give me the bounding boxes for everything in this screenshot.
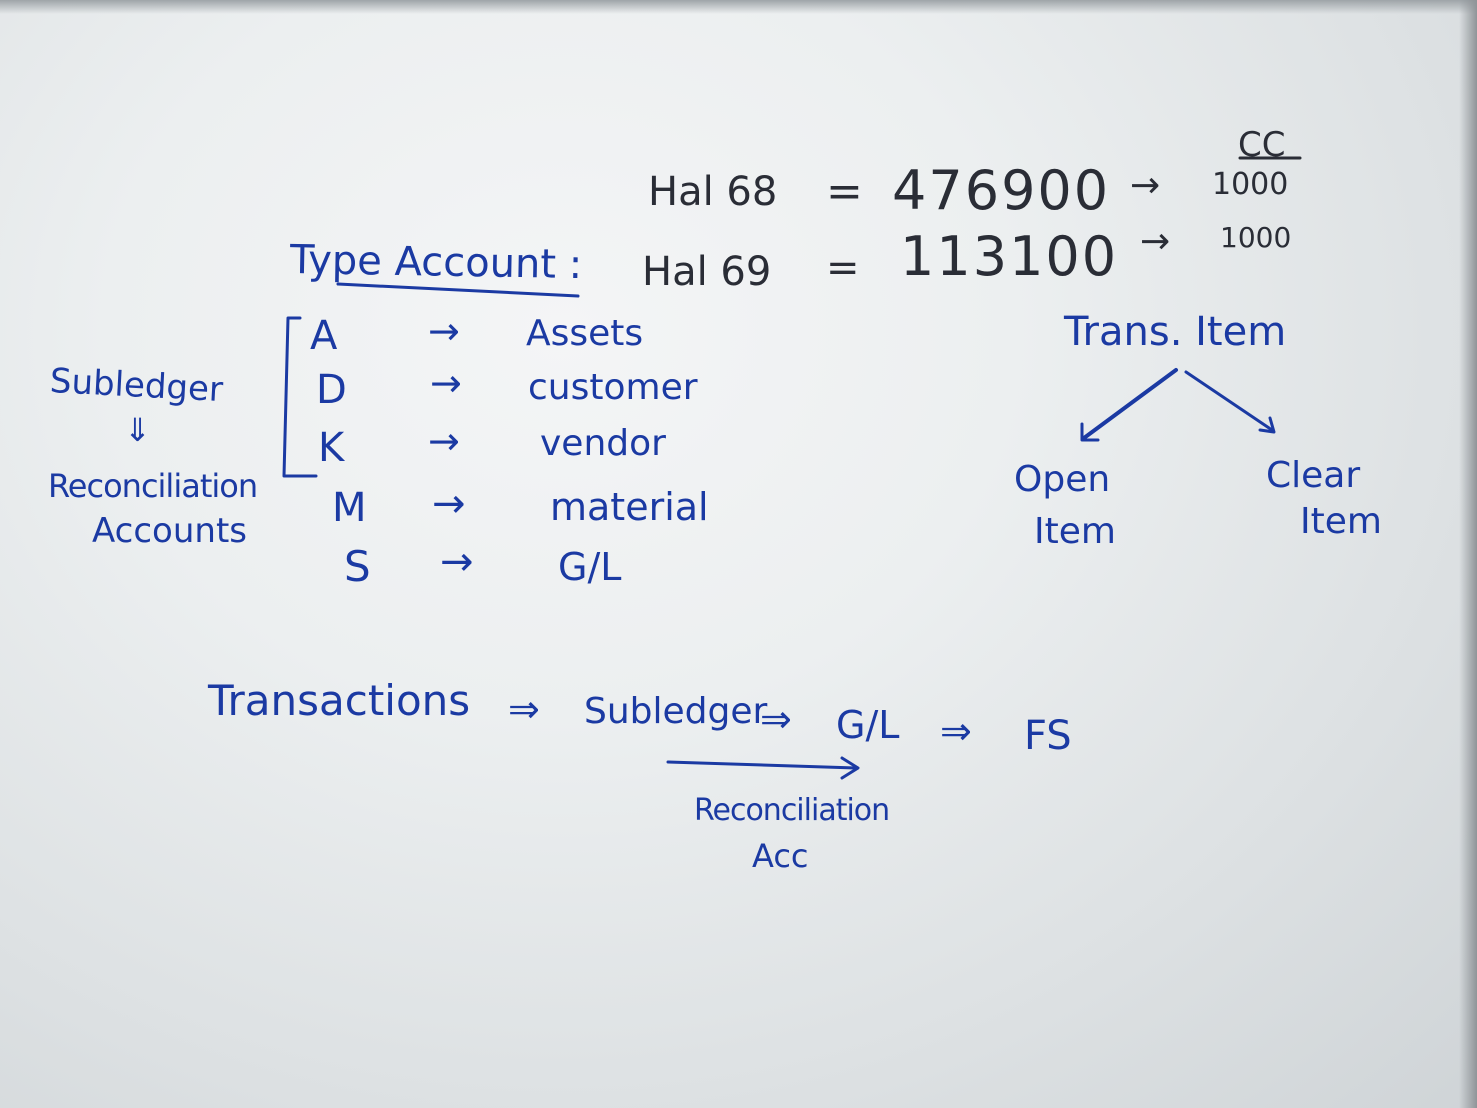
board-top-edge (0, 0, 1477, 14)
hal-69-value: 113100 (900, 225, 1119, 288)
subledger-bracket (282, 316, 318, 478)
type-code-s: S (344, 542, 371, 591)
type-meaning-s: G/L (558, 545, 622, 589)
hal-68-label: Hal 68 (648, 169, 778, 215)
hal-68-cc: 1000 (1212, 167, 1289, 202)
clear-item-line1: Clear (1266, 455, 1361, 496)
open-item-line1: Open (1014, 459, 1111, 500)
type-code-a: A (310, 313, 338, 359)
flow-step-transactions: Transactions (208, 676, 471, 725)
clear-item-line2: Item (1300, 501, 1382, 542)
flow-step-gl: G/L (836, 703, 900, 747)
hal-69-label: Hal 69 (642, 249, 772, 295)
flow-step-fs: FS (1024, 713, 1072, 759)
type-arrow-k: → (428, 419, 460, 463)
hal-69-cc: 1000 (1220, 221, 1292, 254)
flow-arrow-3: ⇒ (940, 709, 972, 753)
board-frame (1459, 0, 1477, 1108)
type-code-k: K (318, 425, 345, 471)
type-meaning-m: material (550, 485, 709, 529)
type-code-m: M (332, 485, 367, 531)
type-arrow-a: → (428, 309, 460, 353)
hal-68-equals: = (826, 166, 863, 217)
type-arrow-d: → (430, 361, 462, 405)
hal-69-equals: = (826, 245, 860, 291)
clear-item-arrowhead (1258, 416, 1276, 434)
flow-reconciliation-line2: Acc (752, 837, 809, 875)
reconciliation-arrow-line (666, 760, 858, 770)
reconciliation-arrowhead (840, 756, 860, 780)
open-item-line2: Item (1034, 511, 1116, 552)
open-item-branch (1082, 368, 1178, 440)
flow-step-subledger: Subledger (584, 691, 768, 732)
flow-arrow-2: ⇒ (760, 697, 792, 741)
trans-item-title: Trans. Item (1064, 309, 1287, 355)
type-account-underline (336, 282, 580, 298)
type-arrow-s: → (440, 539, 474, 585)
cc-header: CC (1238, 125, 1286, 165)
type-arrow-m: → (432, 481, 466, 527)
hal-68-value: 476900 (892, 159, 1111, 222)
type-meaning-d: customer (528, 367, 698, 408)
flow-reconciliation-line1: Reconciliation (694, 793, 890, 828)
subledger-note-line2: Accounts (92, 511, 247, 551)
clear-item-branch (1184, 370, 1274, 432)
type-meaning-a: Assets (526, 313, 644, 354)
type-meaning-k: vendor (540, 423, 666, 464)
hal-68-arrow: → (1130, 165, 1161, 206)
subledger-note-arrow: ⇓ (124, 411, 151, 449)
hal-69-arrow: → (1140, 221, 1171, 262)
open-item-arrowhead (1080, 422, 1100, 442)
subledger-note-line1: Reconciliation (48, 467, 258, 505)
type-code-d: D (316, 367, 347, 413)
flow-arrow-1: ⇒ (508, 687, 540, 731)
